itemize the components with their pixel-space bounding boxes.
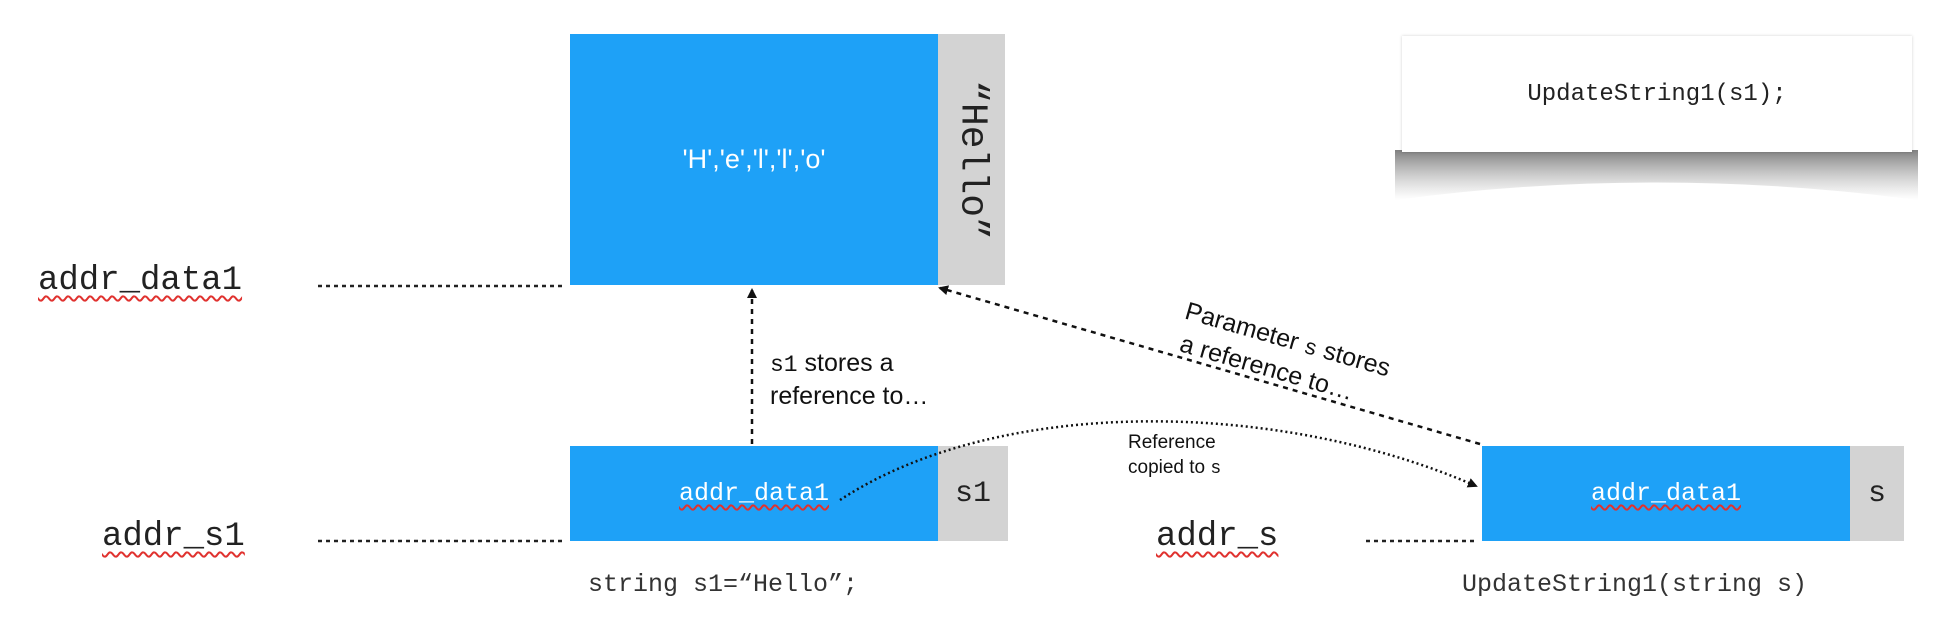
call-note-code: UpdateString1(s1); (1527, 80, 1787, 108)
reference-copy-arrow (839, 420, 1478, 502)
var-s-value: addr_data1 (1590, 479, 1742, 508)
heap-string-label-box: “Hello” (938, 34, 1005, 285)
var-s1-name-box: s1 (938, 446, 1008, 541)
addr-s-label: addr_s (1156, 518, 1279, 556)
addr-s1-label: addr_s1 (102, 518, 245, 556)
var-s-value-box: addr_data1 (1482, 446, 1850, 541)
call-note-card: UpdateString1(s1); (1402, 36, 1912, 152)
var-s-name-box: s (1850, 446, 1904, 541)
heap-chars-block: 'H','e','l','l','o' (570, 34, 938, 285)
var-s1-value: addr_data1 (678, 479, 830, 508)
heap-chars-label: 'H','e','l','l','o' (682, 144, 826, 174)
s1-stores-annotation: s1 stores a reference to… (770, 349, 929, 410)
var-s1-value-box: addr_data1 (570, 446, 938, 541)
var-s-caption: UpdateString1(string s) (1462, 570, 1808, 599)
var-s1-name: s1 (954, 476, 991, 511)
reference-copied-annotation: Reference copied to s (1128, 432, 1222, 479)
s-to-heap-arrow (938, 285, 1481, 446)
addr-data1-label: addr_data1 (38, 262, 243, 300)
var-s-name: s (1867, 476, 1886, 511)
var-s1-caption: string s1=“Hello”; (588, 570, 859, 599)
